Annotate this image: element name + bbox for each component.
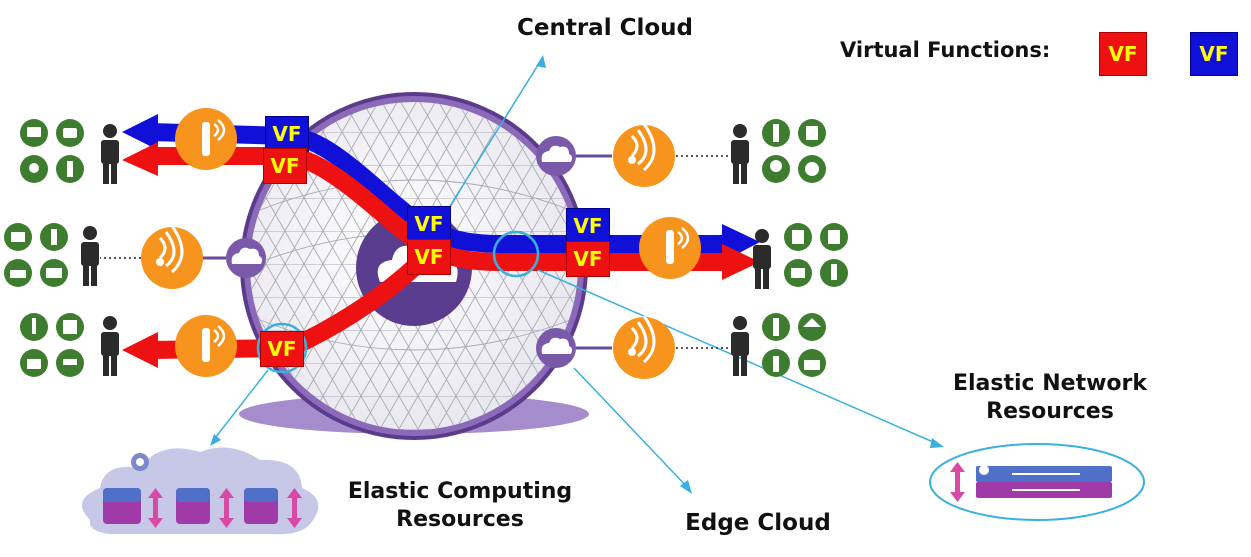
- elastic-network-line1: Elastic Network: [952, 371, 1148, 396]
- elastic-computing-line2: Resources: [396, 506, 524, 532]
- callout-lines: [211, 56, 1145, 521]
- elastic-computing-line1: Elastic Computing: [347, 479, 573, 504]
- antenna-icon: [175, 315, 237, 377]
- callout-arrowheads: [210, 55, 944, 494]
- edge-cloud-label: Edge Cloud: [685, 510, 831, 536]
- legend-vf-blue: VF: [1190, 32, 1238, 76]
- vf-box-blue: VF: [265, 116, 309, 152]
- person-icon: [753, 229, 771, 289]
- wireless-dotted-links: [100, 155, 728, 349]
- person-icon: [731, 316, 749, 376]
- person-icon: [101, 316, 119, 376]
- elastic-computing-cloud: [82, 447, 319, 535]
- vf-box-red: VF: [566, 241, 610, 277]
- person-icon: [81, 226, 99, 286]
- edge-cloud-node-bottom: [536, 328, 576, 368]
- antenna-icon: [613, 123, 675, 187]
- person-icon: [731, 124, 749, 184]
- elastic-network-label: Elastic Network Resources: [920, 370, 1180, 425]
- vf-box-red: VF: [263, 148, 307, 184]
- antenna-icon: [613, 315, 675, 379]
- vf-box-blue: VF: [566, 208, 610, 244]
- antenna-icon: [175, 108, 237, 170]
- edge-links: [200, 154, 612, 350]
- elastic-computing-label: Elastic Computing Resources: [320, 478, 600, 533]
- elastic-network-line2: Resources: [986, 398, 1114, 424]
- person-icon: [101, 124, 119, 184]
- elastic-network-graphic: [950, 462, 1112, 502]
- central-cloud-label: Central Cloud: [516, 15, 693, 41]
- user-person-icons: [81, 124, 771, 376]
- legend-vf-red: VF: [1099, 32, 1147, 76]
- device-glyphs: [10, 124, 840, 372]
- vf-box-red: VF: [407, 239, 451, 275]
- vf-box-red: VF: [260, 331, 304, 367]
- vf-box-blue: VF: [407, 206, 451, 242]
- antenna-icons: [141, 108, 701, 379]
- antenna-icon: [141, 225, 203, 289]
- edge-cloud-node-top: [536, 136, 576, 176]
- legend-title: Virtual Functions:: [840, 38, 1051, 62]
- antenna-icon: [639, 217, 701, 279]
- edge-cloud-node-left: [226, 238, 266, 278]
